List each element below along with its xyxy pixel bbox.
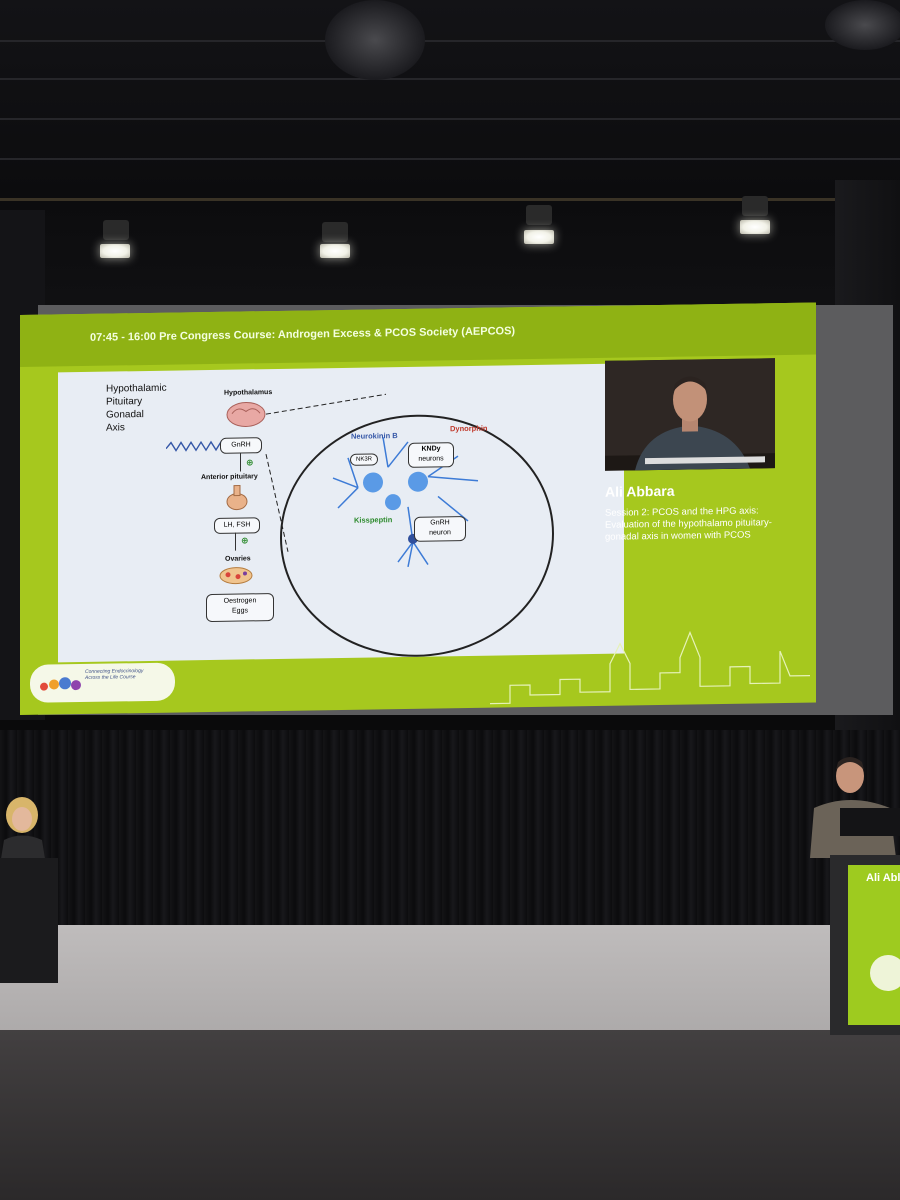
pulse-wave-icon: [166, 440, 226, 452]
ovaries-label: Ovaries: [225, 555, 251, 563]
speaker-name: Ali Abbara: [605, 482, 675, 500]
neurokinin-b-label: Neurokinin B: [351, 431, 398, 441]
neuron-label: neuron: [429, 529, 451, 537]
lh-fsh-box: LH, FSH: [214, 517, 260, 534]
hpg-word: Hypothalamic: [106, 382, 167, 395]
oestrogen-eggs-box: Oestrogen Eggs: [206, 593, 274, 623]
hpg-word: Pituitary: [106, 396, 143, 408]
anterior-pituitary-label: Anterior pituitary: [201, 473, 258, 482]
kndy-label: KNDy: [421, 445, 441, 453]
plus-icon: ⊕: [246, 457, 254, 468]
stage-front: [0, 1030, 900, 1200]
arrow-line: [240, 453, 241, 472]
spotlight-lamp: [740, 220, 770, 234]
logo-figures-icon: [40, 677, 81, 691]
session-description: Session 2: PCOS and the HPG axis: Evalua…: [605, 505, 772, 543]
panel-desk: [0, 858, 58, 983]
spotlight-icon: [103, 220, 129, 240]
podium-monitor: [840, 808, 900, 836]
dashed-connector-lines: [265, 393, 387, 552]
nk3r-box: NK3R: [350, 453, 378, 466]
stage-curtain: [0, 730, 900, 930]
ceiling-beam: [0, 118, 900, 120]
ceiling-beam: [0, 40, 900, 42]
ceiling-speaker-icon: [825, 0, 900, 50]
gnrh-box: GnRH: [220, 437, 262, 454]
presentation-slide: 07:45 - 16:00 Pre Congress Course: Andro…: [20, 302, 816, 715]
plus-icon: ⊕: [241, 535, 249, 546]
panelist-figure: [0, 797, 46, 865]
podium-sign-text: Ali Abl: [866, 872, 900, 884]
speaker-video-figure: [605, 358, 775, 471]
ceiling-speaker-icon: [325, 0, 425, 80]
hpg-word: Gonadal: [106, 409, 144, 421]
diagram-panel: Hypothalamic Pituitary Gonadal Axis Hypo…: [58, 363, 624, 663]
kndy-neurons-illustration: [332, 437, 479, 568]
city-skyline-decoration: [490, 630, 810, 705]
spotlight-lamp: [320, 244, 350, 258]
dynorphin-label: Dynorphin: [450, 423, 488, 434]
eggs-label: Eggs: [232, 607, 248, 615]
pituitary-icon: [226, 485, 248, 511]
gnrh-neuron-box: GnRH neuron: [414, 515, 466, 542]
kndy-box: KNDy neurons: [408, 442, 454, 468]
ceiling-beam: [0, 158, 900, 160]
spotlight-icon: [526, 205, 552, 225]
spotlight-icon: [742, 196, 768, 216]
logo-text: Connecting Endocrinology Across the Life…: [85, 668, 175, 681]
ceiling: [0, 0, 900, 330]
spotlight-icon: [322, 222, 348, 242]
ovary-icon: [219, 567, 253, 585]
ceiling-beam: [0, 78, 900, 80]
spotlight-lamp: [524, 230, 554, 244]
hpg-word: Axis: [106, 422, 125, 434]
podium-logo: [870, 955, 900, 991]
speaker-video-feed: [605, 358, 775, 471]
light-rail: [0, 198, 900, 201]
neurons-label: neurons: [418, 455, 444, 463]
kisspeptin-label: Kisspeptin: [354, 515, 393, 525]
podium-sign: [848, 865, 900, 1025]
spotlight-lamp: [100, 244, 130, 258]
brain-icon: [226, 401, 266, 427]
speaker-figure: [810, 757, 896, 858]
arrow-line: [235, 532, 236, 551]
